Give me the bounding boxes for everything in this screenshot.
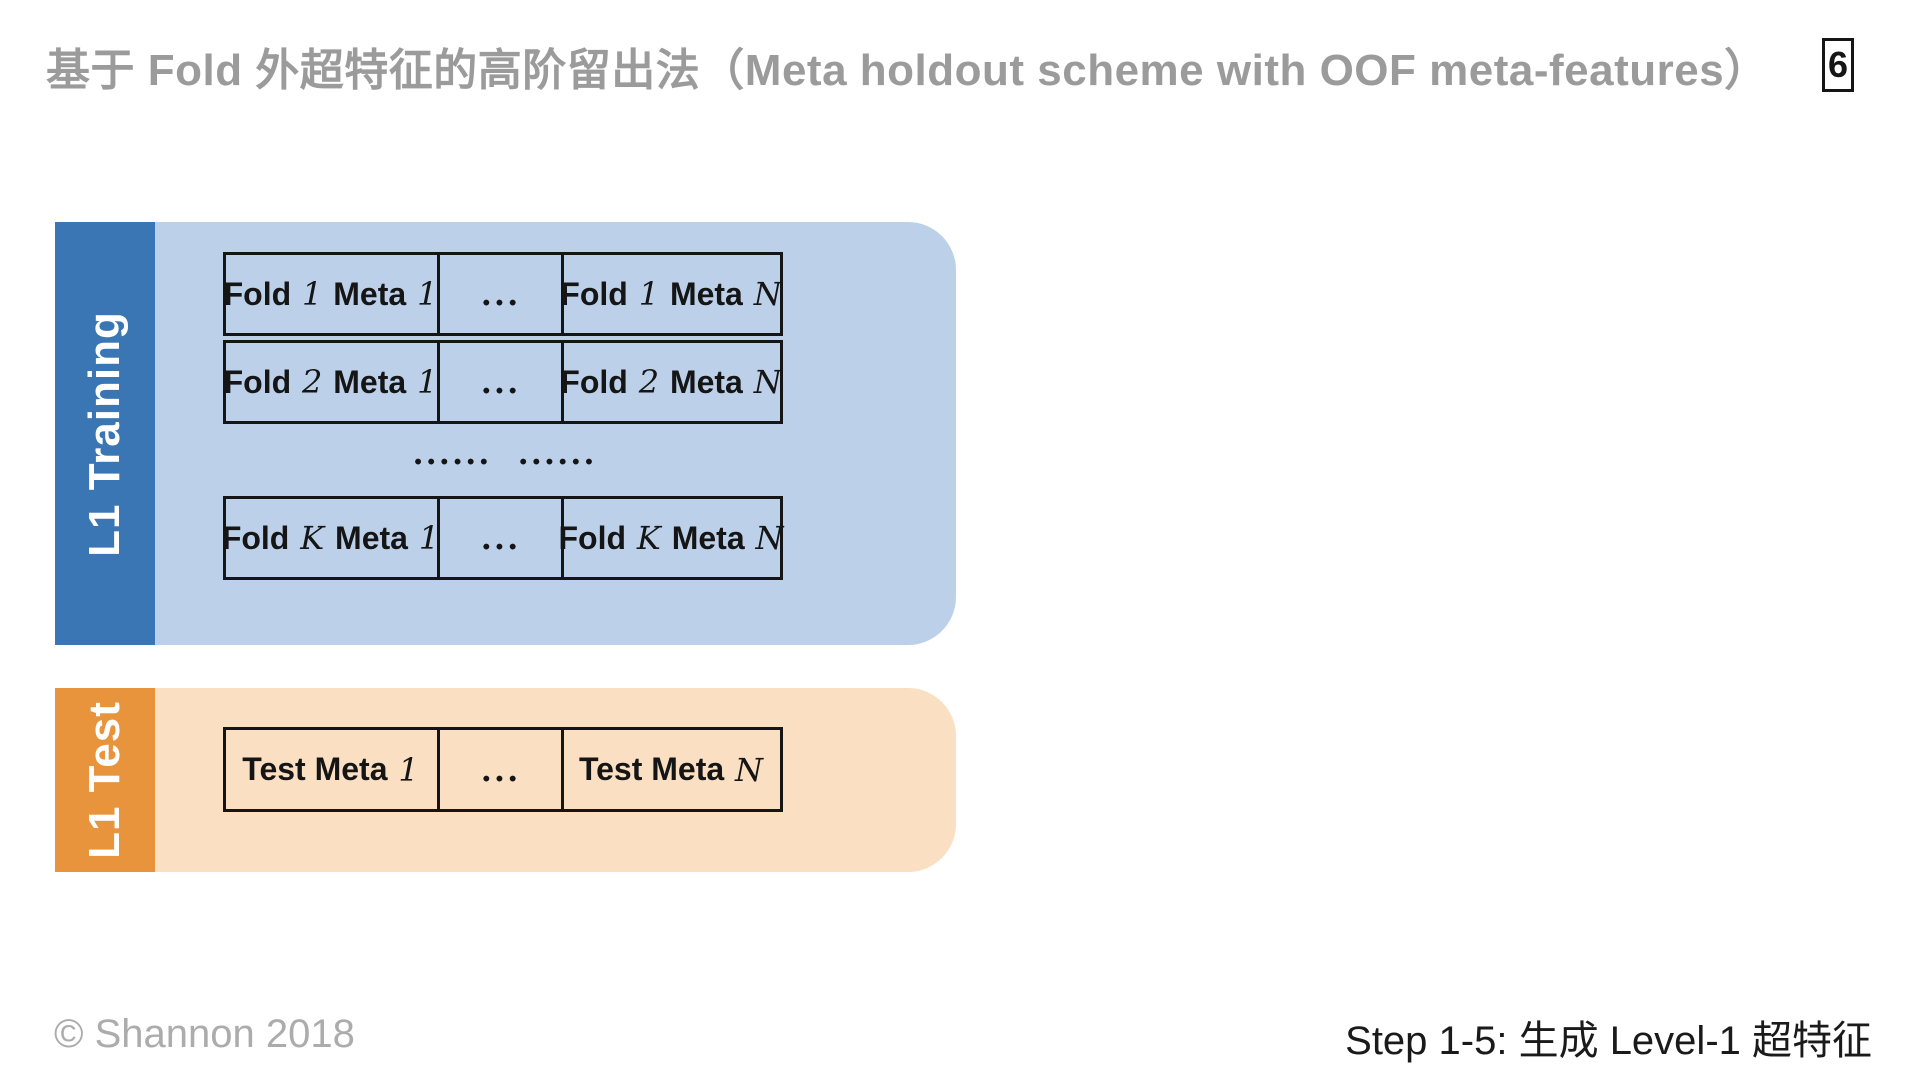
ellipsis-cell: ... bbox=[437, 496, 564, 580]
grid-cell: Fold 2 Meta 1 bbox=[223, 340, 440, 424]
training-row-fold1: Fold 1 Meta 1...Fold 1 Meta N bbox=[223, 252, 786, 336]
slide-title: 基于 Fold 外超特征的高阶留出法（Meta holdout scheme w… bbox=[46, 46, 1769, 95]
ellipsis-cell: ... bbox=[437, 340, 564, 424]
training-row-foldk: Fold K Meta 1...Fold K Meta N bbox=[222, 496, 786, 580]
page-number: 6 bbox=[1827, 44, 1849, 85]
l1-test-label: L1 Test bbox=[80, 701, 129, 859]
grid-cell: Fold 1 Meta N bbox=[560, 252, 783, 336]
step-caption: Step 1-5: 生成 Level-1 超特征 bbox=[1345, 1019, 1872, 1063]
grid-cell: Fold 1 Meta 1 bbox=[223, 252, 440, 336]
training-ellipsis-row: ...... ...... bbox=[412, 434, 597, 472]
copyright-text: © Shannon 2018 bbox=[54, 1012, 355, 1056]
l1-test-panel bbox=[55, 688, 956, 872]
grid-cell: Fold 2 Meta N bbox=[560, 340, 783, 424]
l1-training-label: L1 Training bbox=[80, 310, 130, 557]
l1-training-label-bar: L1 Training bbox=[55, 222, 155, 645]
grid-cell: Test Meta N bbox=[561, 727, 783, 812]
l1-training-panel bbox=[55, 222, 956, 645]
l1-test-label-bar: L1 Test bbox=[55, 688, 155, 872]
ellipsis-cell: ... bbox=[437, 252, 564, 336]
test-row: Test Meta 1...Test Meta N bbox=[223, 727, 786, 812]
grid-cell: Test Meta 1 bbox=[223, 727, 440, 812]
ellipsis-cell: ... bbox=[437, 727, 564, 812]
training-row-fold2: Fold 2 Meta 1...Fold 2 Meta N bbox=[223, 340, 786, 424]
page-number-box: 6 bbox=[1822, 38, 1854, 92]
grid-cell: Fold K Meta N bbox=[559, 496, 784, 580]
grid-cell: Fold K Meta 1 bbox=[222, 496, 440, 580]
